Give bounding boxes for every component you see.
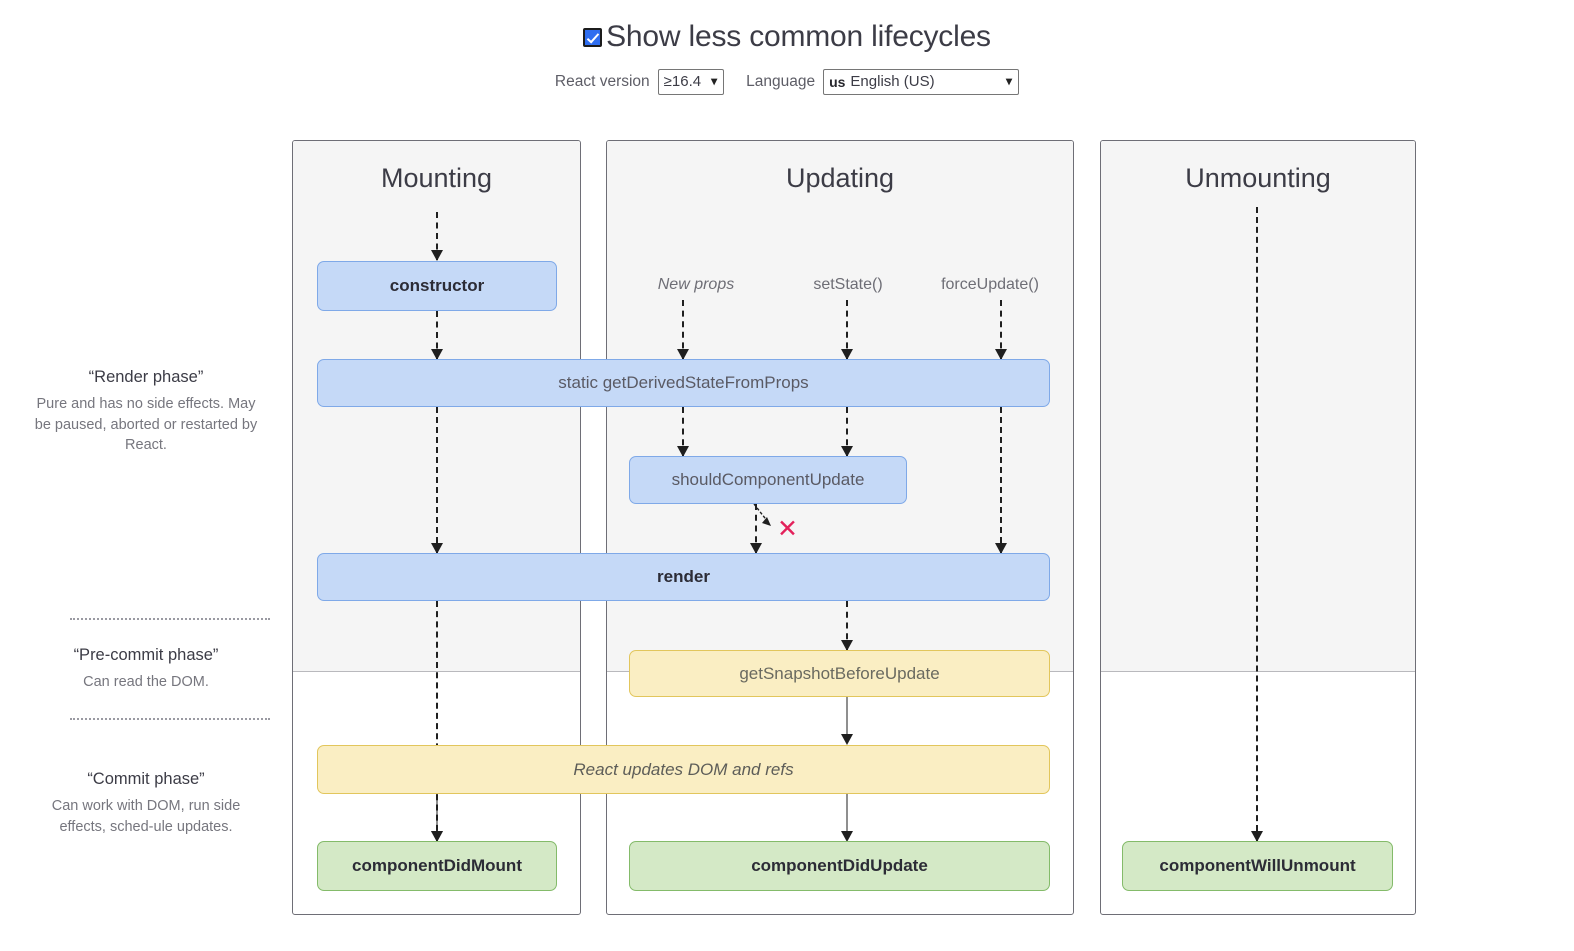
show-less-common-lifecycles-row[interactable]: Show less common lifecycles bbox=[0, 22, 1574, 52]
react-version-value: ≥16.4 bbox=[663, 73, 702, 90]
show-less-common-lifecycles-checkbox[interactable] bbox=[583, 27, 603, 47]
language-label: Language bbox=[746, 73, 816, 90]
phase-title: “Commit phase” bbox=[87, 770, 205, 788]
react-version-select[interactable]: ≥16.4 ▾ bbox=[657, 69, 725, 95]
box-static-get-derived-state-from-props[interactable]: static getDerivedStateFromProps bbox=[317, 359, 1050, 407]
box-should-component-update[interactable]: shouldComponentUpdate bbox=[629, 456, 907, 504]
box-render[interactable]: render bbox=[317, 553, 1050, 601]
skip-render-x-icon: ✕ bbox=[777, 514, 798, 543]
phase-description: Can work with DOM, run side effects, sch… bbox=[51, 798, 241, 835]
box-react-updates-dom-and-refs[interactable]: React updates DOM and refs bbox=[317, 745, 1050, 794]
phase-divider-top bbox=[70, 618, 270, 620]
phase-render: “Render phase” Pure and has no side effe… bbox=[0, 368, 292, 456]
phase-title: “Pre-commit phase” bbox=[73, 646, 219, 664]
trigger-new-props: New props bbox=[657, 276, 735, 293]
flag-icon-us: us bbox=[829, 74, 846, 90]
column-title: Unmounting bbox=[1185, 163, 1331, 193]
column-updating: Updating bbox=[606, 140, 1074, 915]
language-select[interactable]: us English (US) ▾ bbox=[823, 69, 1020, 95]
phase-description: Pure and has no side effects. May be pau… bbox=[34, 396, 258, 454]
column-title: Updating bbox=[785, 163, 895, 193]
chevron-down-icon: ▾ bbox=[1006, 74, 1013, 88]
react-version-label: React version bbox=[554, 73, 650, 90]
phase-description: Can read the DOM. bbox=[83, 674, 209, 690]
column-title: Mounting bbox=[380, 163, 493, 193]
header: Show less common lifecycles React versio… bbox=[0, 0, 1574, 95]
box-get-snapshot-before-update[interactable]: getSnapshotBeforeUpdate bbox=[629, 650, 1050, 697]
page-title: Show less common lifecycles bbox=[606, 20, 991, 53]
render-phase-shading bbox=[1101, 141, 1415, 672]
box-constructor[interactable]: constructor bbox=[317, 261, 557, 311]
box-component-did-update[interactable]: componentDidUpdate bbox=[629, 841, 1050, 891]
box-component-did-mount[interactable]: componentDidMount bbox=[317, 841, 557, 891]
language-value: English (US) bbox=[850, 73, 935, 90]
trigger-set-state: setState() bbox=[813, 276, 883, 293]
box-component-will-unmount[interactable]: componentWillUnmount bbox=[1122, 841, 1393, 891]
column-unmounting: Unmounting bbox=[1100, 140, 1416, 915]
phase-divider-bottom bbox=[70, 718, 270, 720]
phase-title: “Render phase” bbox=[88, 368, 204, 386]
options-row: React version ≥16.4 ▾ Language us Englis… bbox=[0, 69, 1574, 95]
phase-commit: “Commit phase” Can work with DOM, run si… bbox=[0, 770, 292, 837]
trigger-force-update: forceUpdate() bbox=[941, 276, 1039, 293]
arrow-scu-false-branch bbox=[753, 503, 771, 526]
phase-pre-commit: “Pre-commit phase” Can read the DOM. bbox=[0, 646, 292, 693]
chevron-down-icon: ▾ bbox=[711, 74, 718, 88]
